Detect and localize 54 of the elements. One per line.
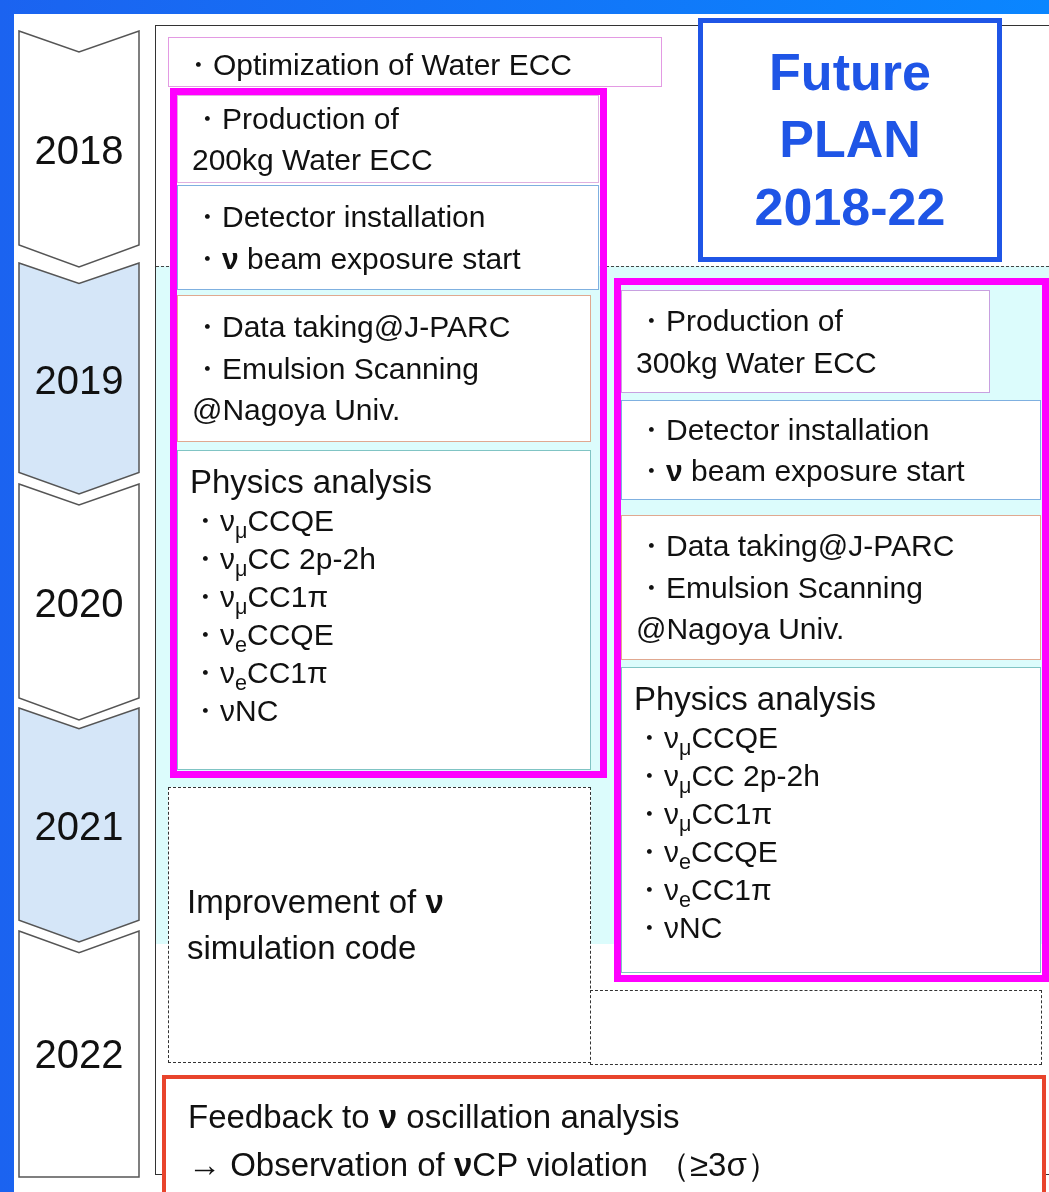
year-label: 2021 xyxy=(34,806,124,846)
box-text: → Observation of νCP violation （≥3σ） xyxy=(188,1144,780,1185)
dashed-box xyxy=(590,990,1042,1065)
group-frame xyxy=(614,278,1049,982)
list-item: ・νNC xyxy=(634,910,723,947)
box-heading: Physics analysis xyxy=(190,462,433,502)
task-text: ・Production of 200kg Water ECC xyxy=(192,100,434,178)
list-item: ・ν$_{e}$CCQE xyxy=(190,618,334,655)
year-label: 2019 xyxy=(34,359,124,400)
task-text: ・Detector installation xyxy=(636,411,930,448)
list-item: ・ν$_{e}$CC1π xyxy=(634,872,772,910)
dashed-box xyxy=(168,787,591,1063)
task-text: ・ν beam exposure start xyxy=(636,453,965,489)
list-item: ・νNC xyxy=(190,693,279,730)
task-box xyxy=(177,95,599,183)
task-box xyxy=(621,290,990,393)
list-item: ・ν$_{μ}$CC 2p-2h xyxy=(634,759,820,796)
task-text: ・Optimization of Water ECC xyxy=(183,47,572,83)
list-item: ・ν$_{e}$CCQE xyxy=(634,835,778,872)
task-text: ・Detector installation xyxy=(192,199,486,236)
task-box xyxy=(177,295,591,442)
task-box xyxy=(621,515,1041,660)
title-box xyxy=(698,18,1002,262)
list-item: ・ν$_{μ}$CC1π xyxy=(634,797,773,834)
task-text: ・ν beam exposure start xyxy=(192,240,521,277)
plan-title: Future PLAN 2018-22 xyxy=(753,41,947,238)
task-box xyxy=(168,37,662,87)
list-item: ・ν$_{μ}$CC 2p-2h xyxy=(190,542,376,579)
task-text: ・Emulsion Scanning @Nagoya Univ. xyxy=(636,569,924,648)
task-text: ・Production of 300kg Water ECC xyxy=(636,303,878,381)
task-box xyxy=(621,400,1041,500)
task-text: ・Data taking@J-PARC xyxy=(636,528,955,565)
task-text: ・Data taking@J-PARC xyxy=(192,309,511,346)
year-band xyxy=(18,707,140,945)
list-item: ・ν$_{μ}$CCQE xyxy=(190,503,335,541)
box-text: Feedback to ν oscillation analysis xyxy=(188,1097,680,1137)
year-band xyxy=(18,262,140,497)
year-label: 2022 xyxy=(34,1034,124,1074)
box-text: Improvement of ν simulation code xyxy=(187,881,445,968)
box-heading: Physics analysis xyxy=(634,679,877,719)
task-text: ・Emulsion Scanning @Nagoya Univ. xyxy=(192,350,480,429)
year-band xyxy=(18,930,140,1178)
task-box xyxy=(177,185,599,290)
list-item: ・ν$_{e}$CC1π xyxy=(190,655,328,693)
year-band xyxy=(18,30,140,270)
list-item: ・ν$_{μ}$CC1π xyxy=(190,580,329,617)
year-label: 2018 xyxy=(34,130,124,170)
list-item: ・ν$_{μ}$CCQE xyxy=(634,720,779,758)
group-frame xyxy=(170,88,607,778)
result-box xyxy=(162,1075,1046,1192)
year-label: 2020 xyxy=(34,583,124,623)
analysis-box xyxy=(621,667,1041,973)
year-band xyxy=(18,483,140,723)
analysis-box xyxy=(177,450,591,770)
